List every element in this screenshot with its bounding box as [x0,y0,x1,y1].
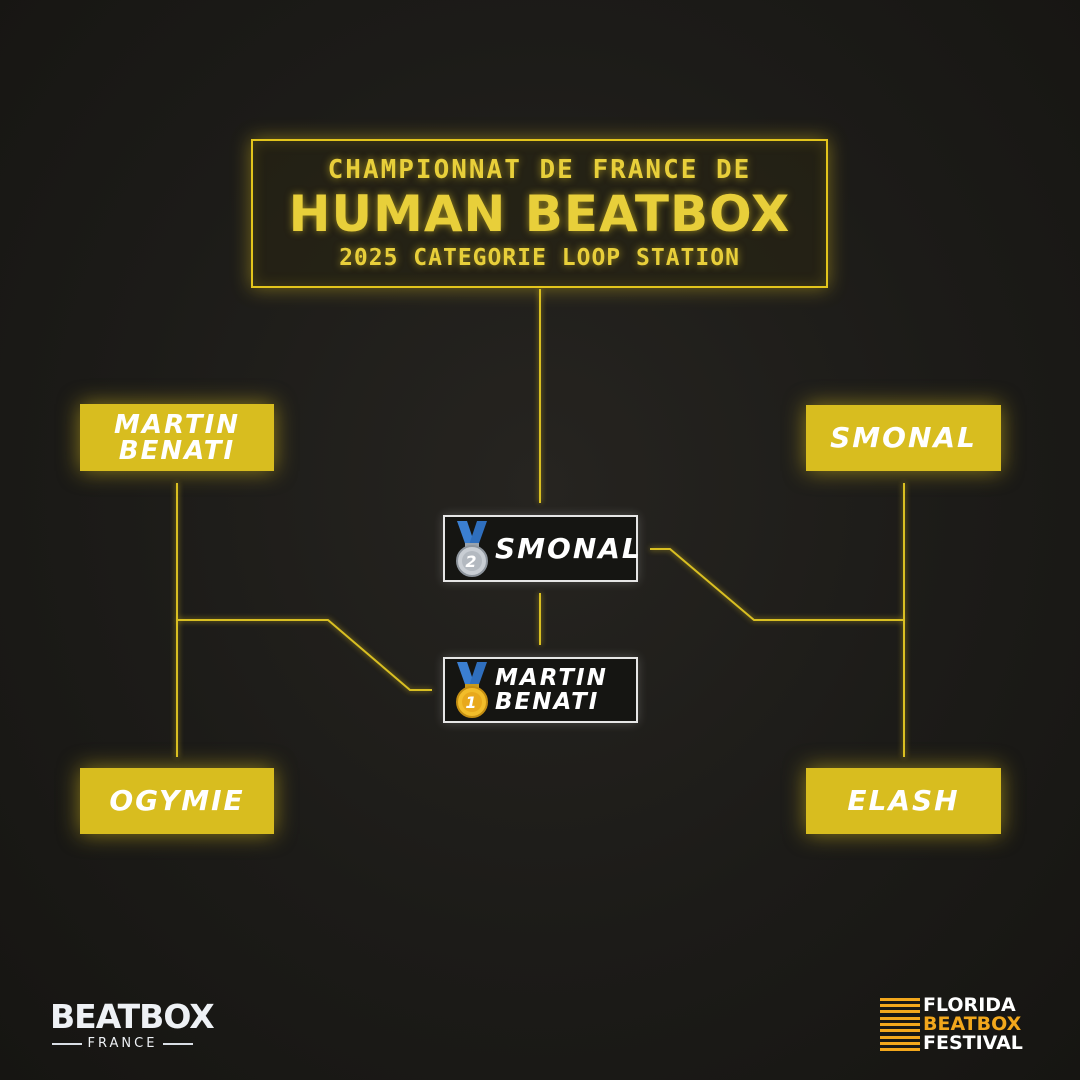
left-to-gold-line [177,619,432,691]
participant-right-bottom: ELASH [806,768,1001,834]
silver-medal-icon: 2 [456,520,488,577]
title-box: CHAMPIONNAT DE FRANCE DE HUMAN BEATBOX 2… [251,139,828,288]
florida-beatbox-festival-logo: FLORIDA BEATBOX FESTIVAL [880,996,1032,1054]
festival-logo-line-1: FLORIDA [923,994,1016,1016]
participant-left-bottom-label: OGYMIE [109,784,245,817]
beatbox-france-logo: BEATBOX FRANCE [50,997,215,1053]
first-place-name-line-1: MARTIN [495,665,608,691]
beatbox-france-logo-main: BEATBOX [50,997,215,1036]
right-to-silver-line [650,548,904,621]
festival-logo-line-3: FESTIVAL [923,1032,1023,1054]
participant-right-top: SMONAL [806,405,1001,471]
title-line-1: CHAMPIONNAT DE FRANCE DE [327,154,752,185]
second-place-name: SMONAL [495,532,642,565]
festival-logo-line-2: BEATBOX [923,1013,1022,1035]
svg-text:1: 1 [465,693,478,712]
svg-text:2: 2 [465,552,478,571]
participant-right-top-label: SMONAL [830,421,977,454]
participant-left-bottom: OGYMIE [80,768,274,834]
participant-right-bottom-label: ELASH [847,784,960,817]
gold-medal-icon: 1 [456,662,488,718]
beatbox-france-logo-sub: FRANCE [87,1036,158,1051]
participant-left-top: MARTIN BENATI [80,404,274,471]
second-place-box: 2 SMONAL [443,515,640,582]
participant-left-top-line-1: MARTIN [113,409,241,440]
first-place-name-line-2: BENATI [495,689,600,715]
title-line-2: HUMAN BEATBOX [288,184,791,243]
title-line-3: 2025 CATEGORIE LOOP STATION [339,244,740,271]
participant-left-top-line-2: BENATI [118,435,236,466]
first-place-box: 1 MARTIN BENATI [443,657,638,723]
